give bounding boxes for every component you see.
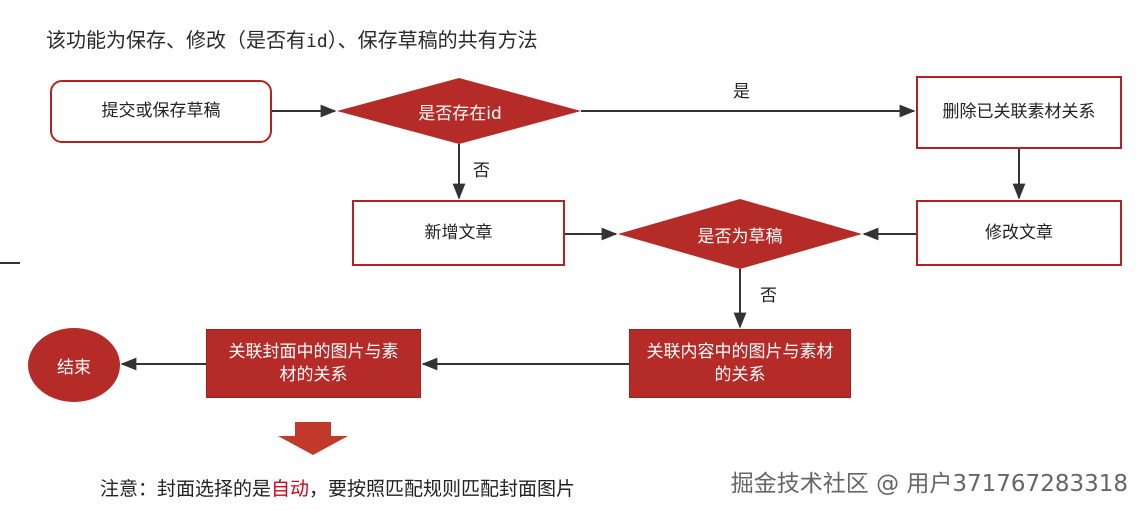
node-new-article: 新增文章 [352, 200, 565, 266]
node-submit-label: 提交或保存草稿 [101, 101, 221, 122]
down-arrow-icon [278, 422, 348, 455]
node-content-relations-label: 关联内容中的图片与素材的关系 [646, 341, 834, 385]
note-before: 注意：封面选择的是 [100, 478, 272, 500]
decision-diamond-has-id [337, 78, 581, 144]
title-prefix: 该功能为保存、修改（是否有 [46, 28, 306, 52]
watermark: 掘金技术社区 @ 用户371767283318 [730, 471, 1128, 497]
node-cover-relations: 关联封面中的图片与素材的关系 [206, 329, 421, 398]
title-code: id [306, 31, 328, 52]
edge-label-no-2: 否 [760, 286, 777, 306]
note-text: 注意：封面选择的是自动，要按照匹配规则匹配封面图片 [100, 474, 575, 501]
node-delete-relations-label: 删除已关联素材关系 [942, 102, 1096, 123]
edge-marker [0, 262, 20, 264]
node-edit-article-label: 修改文章 [985, 222, 1053, 243]
node-submit: 提交或保存草稿 [50, 80, 272, 143]
node-edit-article: 修改文章 [916, 200, 1122, 266]
node-is-draft: 是否为草稿 [660, 217, 820, 251]
decision-diamond-is-draft [618, 199, 862, 269]
note-after: ，要按照匹配规则匹配封面图片 [309, 478, 576, 500]
node-new-article-label: 新增文章 [424, 222, 493, 243]
node-has-id-label: 是否存在id [418, 103, 502, 124]
note-highlight: 自动 [271, 478, 310, 500]
node-cover-relations-label: 关联封面中的图片与素材的关系 [228, 341, 399, 385]
node-has-id: 是否存在id [380, 94, 540, 128]
edge-label-yes: 是 [733, 82, 750, 102]
edge-label-no-1: 否 [473, 161, 490, 181]
page-title: 该功能为保存、修改（是否有id）、保存草稿的共有方法 [46, 24, 538, 53]
title-suffix: ）、保存草稿的共有方法 [327, 28, 538, 52]
node-end: 结束 [28, 328, 120, 402]
node-end-label: 结束 [57, 357, 91, 378]
node-is-draft-label: 是否为草稿 [697, 226, 783, 247]
node-delete-relations: 删除已关联素材关系 [916, 76, 1122, 149]
node-content-relations: 关联内容中的图片与素材的关系 [629, 329, 851, 398]
